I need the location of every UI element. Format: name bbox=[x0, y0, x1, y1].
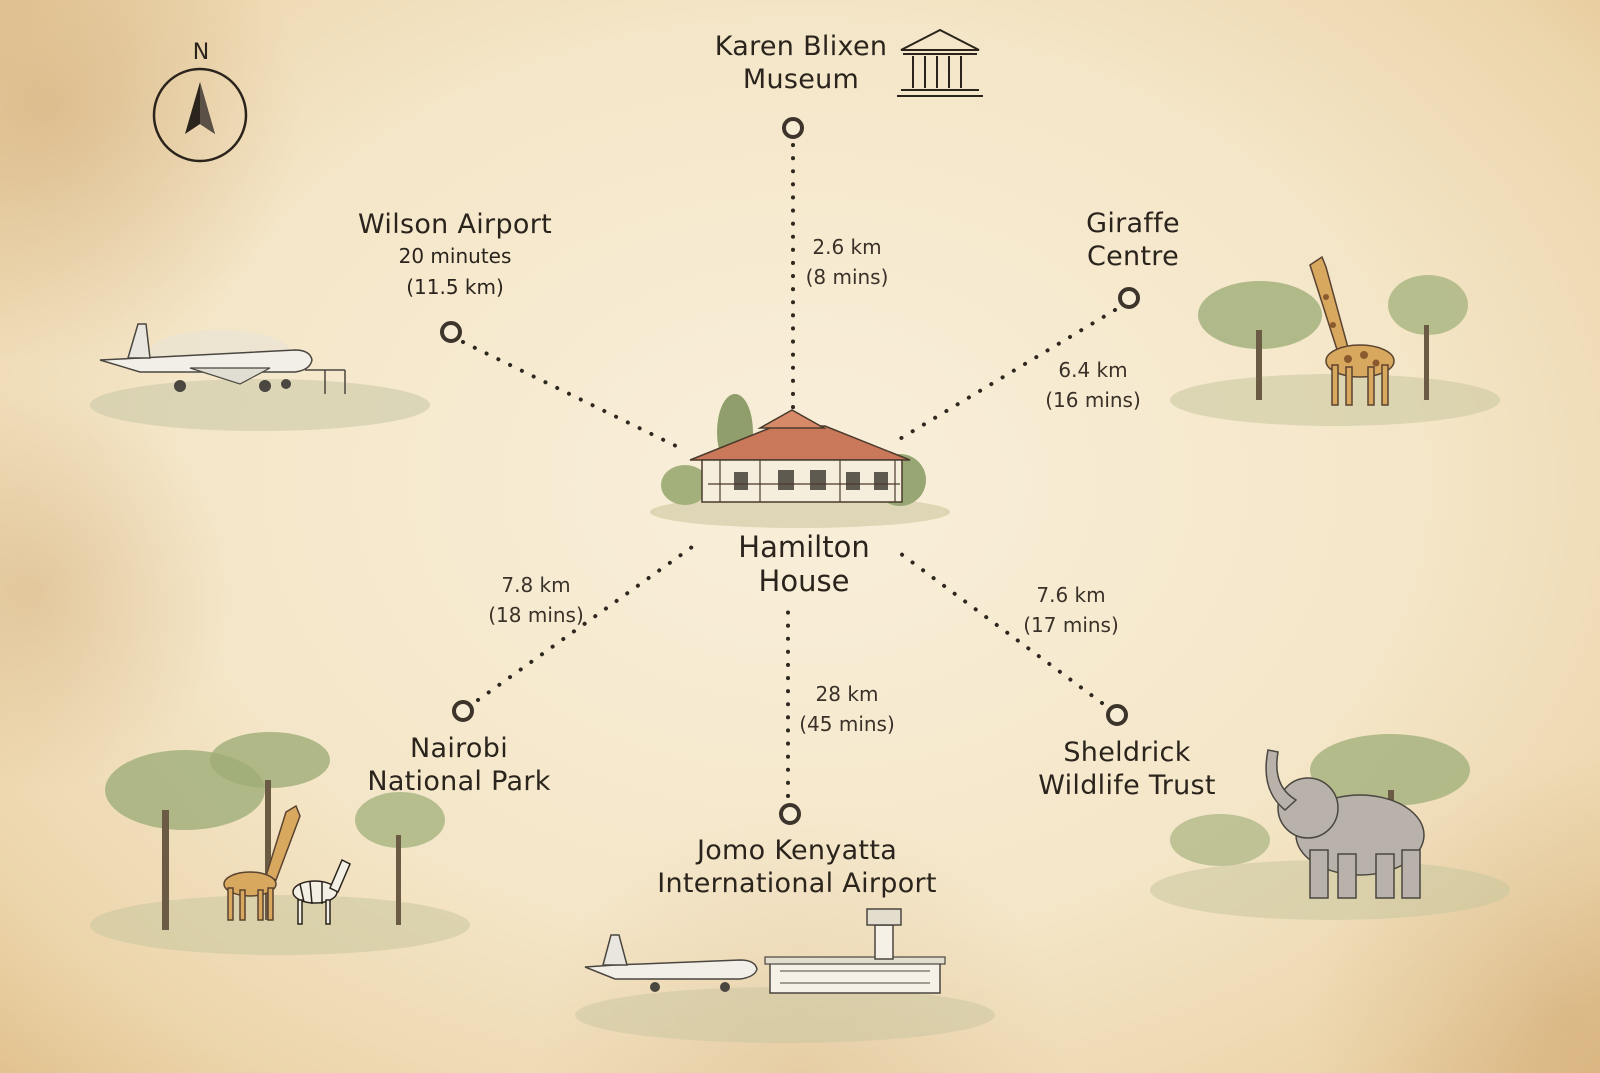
marker-nairobi-park[interactable] bbox=[452, 700, 474, 722]
sheldrick-name-2: Wildlife Trust bbox=[1038, 770, 1216, 801]
sheldrick-km: 7.6 km bbox=[1036, 583, 1106, 607]
route-sheldrick bbox=[891, 546, 1104, 705]
marker-karen-blixen[interactable] bbox=[782, 117, 804, 139]
marker-jomo-kenyatta[interactable] bbox=[779, 803, 801, 825]
giraffe-centre-name: Giraffe bbox=[1086, 208, 1180, 239]
giraffe-illustration bbox=[1170, 255, 1500, 426]
route-wilson-airport bbox=[461, 340, 678, 448]
compass-icon bbox=[152, 67, 248, 163]
jomo-kenyatta-km: 28 km bbox=[815, 682, 879, 706]
hamilton-house-name-2: House bbox=[758, 564, 850, 598]
nairobi-park-km: 7.8 km bbox=[501, 573, 571, 597]
karen-blixen-name: Karen Blixen bbox=[714, 31, 888, 62]
label-jomo-kenyatta: Jomo Kenyatta International Airport bbox=[657, 834, 937, 900]
distance-sheldrick: 7.6 km (17 mins) bbox=[1023, 580, 1119, 640]
distance-jomo-kenyatta: 28 km (45 mins) bbox=[799, 679, 895, 739]
museum-icon bbox=[897, 28, 983, 97]
airport-illustration bbox=[575, 908, 995, 1043]
hamilton-house-name: Hamilton bbox=[738, 530, 870, 564]
giraffe-centre-name-2: Centre bbox=[1086, 241, 1180, 272]
route-giraffe-centre bbox=[896, 308, 1117, 442]
distance-nairobi-park: 7.8 km (18 mins) bbox=[488, 570, 584, 630]
label-karen-blixen: Karen Blixen Museum bbox=[715, 30, 888, 96]
wilson-airport-name: Wilson Airport bbox=[357, 209, 553, 240]
wilson-airport-time: 20 minutes bbox=[398, 244, 512, 268]
marker-sheldrick[interactable] bbox=[1106, 704, 1128, 726]
label-nairobi-park: Nairobi National Park bbox=[367, 732, 550, 798]
route-nairobi-park bbox=[476, 545, 694, 702]
karen-blixen-name-2: Museum bbox=[742, 64, 860, 95]
jomo-kenyatta-name-2: International Airport bbox=[657, 868, 937, 899]
house-illustration bbox=[650, 394, 950, 528]
distance-karen-blixen: 2.6 km (8 mins) bbox=[806, 232, 889, 292]
north-label: N bbox=[192, 40, 210, 65]
label-wilson-airport: Wilson Airport 20 minutes (11.5 km) bbox=[358, 208, 552, 303]
label-sheldrick: Sheldrick Wildlife Trust bbox=[1038, 736, 1216, 802]
jomo-kenyatta-name: Jomo Kenyatta bbox=[696, 835, 898, 866]
plane-illustration bbox=[90, 323, 430, 431]
nairobi-park-time: (18 mins) bbox=[488, 603, 584, 627]
sheldrick-name: Sheldrick bbox=[1063, 737, 1191, 768]
distance-giraffe-centre: 6.4 km (16 mins) bbox=[1045, 355, 1141, 415]
label-giraffe-centre: Giraffe Centre bbox=[1086, 207, 1180, 273]
zebra-giraffe-illustration bbox=[90, 732, 470, 955]
label-hamilton-house: Hamilton House bbox=[738, 530, 869, 598]
elephant-illustration bbox=[1150, 734, 1510, 920]
marker-giraffe-centre[interactable] bbox=[1118, 287, 1140, 309]
wilson-airport-km: (11.5 km) bbox=[406, 275, 504, 299]
karen-blixen-km: 2.6 km bbox=[812, 235, 882, 259]
giraffe-centre-time: (16 mins) bbox=[1045, 388, 1141, 412]
karen-blixen-time: (8 mins) bbox=[805, 265, 889, 289]
jomo-kenyatta-time: (45 mins) bbox=[799, 712, 895, 736]
nairobi-park-name-2: National Park bbox=[367, 766, 551, 797]
marker-wilson-airport[interactable] bbox=[440, 321, 462, 343]
nairobi-park-name: Nairobi bbox=[409, 733, 508, 764]
giraffe-centre-km: 6.4 km bbox=[1058, 358, 1128, 382]
sheldrick-time: (17 mins) bbox=[1023, 613, 1119, 637]
